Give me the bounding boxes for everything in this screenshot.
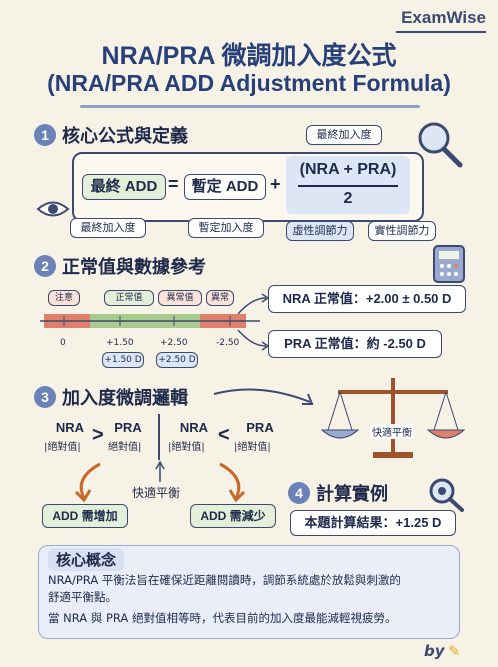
provisional-add-term: 暫定 ADD [184,174,266,200]
concept-line-2: 舒適平衡點。 [48,590,117,604]
logic-divider [158,414,160,460]
logic-arrows [74,460,246,503]
section-3-heading: 3 加入度微調邏輯 [34,384,188,410]
zone-abnormal2-label: 異常 [206,290,234,306]
logic-left-nra: NRA [55,420,85,435]
section-4-number: 4 [288,482,310,504]
label-virtual: 虛性調節力 [286,221,354,241]
tag-plus250: +2.50 D [156,352,198,368]
logic-left-pra-abs: 絕對值| [108,442,142,453]
calculator-icon [433,245,465,283]
logic-right-nra-abs: |絕對值| [168,442,205,453]
section-1-heading: 1 核心公式與定義 [34,122,188,148]
tick-1: +1.50 [106,338,134,348]
zone-normal-label: 正常值 [104,290,154,306]
pra-normal-box: PRA 正常值：約 -2.50 D [268,330,442,358]
fraction-bar [298,185,398,187]
value-scale-bar [40,314,260,328]
section-2-title: 正常值與數據參考 [62,257,206,277]
concept-title: 核心概念 [48,548,125,571]
page-subtitle: (NRA/PRA ADD Adjustment Formula) [47,70,451,96]
concept-line-3: 當 NRA 與 PRA 絕對值相等時，代表目前的加入度最能減輕視疲勞。 [48,611,397,625]
title-divider [80,105,420,108]
logic-greater-than: > [92,424,104,446]
section-2-heading: 2 正常值與數據參考 [34,253,206,279]
logic-balance-label: 快適平衡 [132,486,181,500]
signature-text: by [424,642,445,660]
brand-underline [396,31,486,33]
final-add-term: 最終 ADD [82,174,166,200]
nra-normal-box: NRA 正常值：+2.00 ± 0.50 D [268,285,466,313]
logic-right-pra-abs: |絕對值| [234,442,271,453]
logic-left-pra: PRA [114,420,142,435]
add-decrease-box: ADD 需減少 [190,504,276,528]
section-3-title: 加入度微調邏輯 [62,388,188,408]
logic-left-nra-abs: |絕對值| [44,442,81,453]
scale-connector-arrows [237,293,270,351]
tick-2: +2.50 [160,338,188,348]
signature-mark-icon: ✎ [448,642,461,660]
page-title: NRA/PRA 微調加入度公式 [101,42,397,70]
label-final-bottom: 最終加入度 [70,218,146,238]
section-4-title: 計算實例 [316,484,388,504]
tick-3: -2.50 [216,338,240,348]
logic-less-than: < [218,424,230,446]
label-final-top: 最終加入度 [306,125,382,145]
tick-0: 0 [60,338,66,348]
fraction-numerator: (NRA + PRA) [299,161,397,178]
magnifier-icon [418,122,463,168]
zone-attention-label: 注意 [48,290,80,306]
search-eye-icon [429,478,464,512]
tag-plus150: +1.50 D [102,352,144,368]
section-2-number: 2 [34,255,56,277]
concept-line-1: NRA/PRA 平衡法旨在確保近距離閱讀時，調節系統處於放鬆與刺激的 [48,573,401,587]
balance-scale-icon [320,378,466,458]
label-provisional: 暫定加入度 [188,218,264,238]
label-real: 實性調節力 [368,221,436,241]
plus-sign: + [270,174,281,194]
logic-right-pra: PRA [246,420,274,435]
example-result-box: 本題計算結果：+1.25 D [290,510,456,536]
zone-abnormal-label: 異常值 [158,290,202,306]
add-increase-box: ADD 需增加 [42,504,128,528]
fraction-denominator: 2 [343,190,353,207]
scale-balance-label: 快適平衡 [370,424,414,439]
eye-icon [36,201,70,217]
section-1-title: 核心公式與定義 [62,126,188,146]
section-1-number: 1 [34,124,56,146]
brand-logo: ExamWise [401,8,486,27]
logic-right-nra: NRA [179,420,209,435]
equals-sign: = [168,174,179,194]
section-3-number: 3 [34,386,56,408]
curve-arrow-to-scale [213,388,314,405]
section-4-heading: 4 計算實例 [288,480,388,506]
